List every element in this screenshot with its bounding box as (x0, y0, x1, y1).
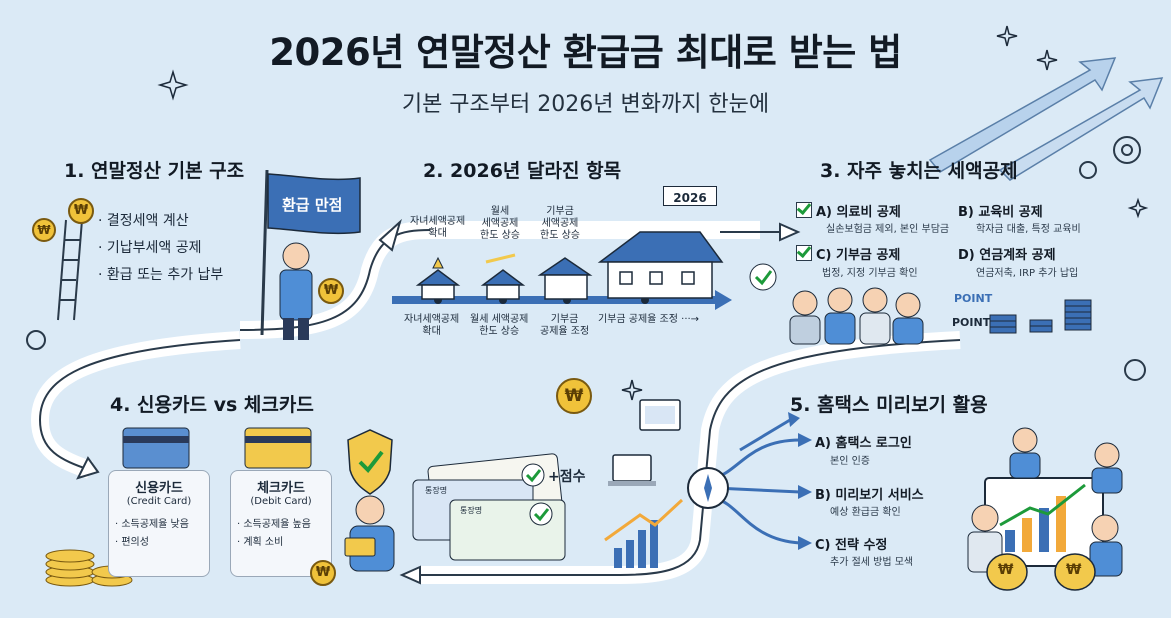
section2-title: 2. 2026년 달라진 항목 (423, 160, 622, 182)
won-coin-icon: ₩ (68, 198, 94, 224)
credit-point-2: · 편의성 (115, 537, 149, 548)
compass-icon (687, 467, 729, 509)
strategy-revise-desc: 추가 절세 방법 모색 (830, 557, 914, 568)
chart-monitor-icon (984, 477, 1104, 567)
credit-card-name: 신용카드 (135, 481, 183, 496)
change-label-top-3: 기부금 세액공제 한도 상승 (540, 206, 580, 241)
section1-item-1: · 결정세액 계산 (98, 213, 189, 229)
credit-card-icon (122, 427, 190, 469)
credit-card-en: (Credit Card) (126, 496, 192, 507)
money-bag-symbol: ₩ (998, 562, 1014, 578)
hometax-login-desc: 본인 인증 (830, 456, 870, 467)
deduction-donation-desc: 법정, 지정 기부금 확인 (822, 268, 918, 279)
debit-card-en: (Debit Card) (250, 496, 312, 507)
deduction-medical-desc: 실손보험금 제외, 본인 부담금 (826, 224, 950, 235)
laptop-icon (608, 454, 656, 486)
bonus-points: +점수 (548, 469, 586, 485)
section3-title: 3. 자주 놓치는 세액공제 (820, 160, 1018, 182)
section4-title: 4. 신용카드 vs 체크카드 (110, 394, 314, 416)
deduction-pension-desc: 연금저축, IRP 추가 납입 (976, 268, 1079, 279)
section5-title: 5. 홈택스 미리보기 활용 (790, 394, 988, 416)
hometax-preview: B) 미리보기 서비스 (815, 488, 924, 503)
debit-point-1: · 소득공제율 높음 (237, 519, 311, 530)
won-coin-icon: ₩ (32, 218, 56, 242)
sparkle-icon (157, 25, 1149, 401)
change-label-bottom-2: 월세 세액공제 한도 상승 (470, 314, 529, 337)
won-coin-icon: ₩ (318, 278, 344, 304)
coin-stack-icon (989, 299, 1092, 334)
house-large (597, 231, 724, 299)
point-label-1: POINT (954, 292, 993, 305)
debit-card-name: 체크카드 (257, 481, 305, 496)
person-flag-holder (279, 242, 313, 340)
page-subtitle: 기본 구조부터 2026년 변화까지 한눈에 (401, 92, 770, 117)
debit-card-panel: 체크카드 (Debit Card) · 소득공제율 높음 · 계획 소비 (230, 470, 332, 577)
point-label-2: POINT (952, 316, 991, 329)
group-people (789, 287, 924, 345)
deduction-pension: D) 연금계좌 공제 (958, 248, 1056, 263)
section1-item-2: · 기납부세액 공제 (98, 240, 202, 256)
strategy-revise: C) 전략 수정 (815, 538, 888, 553)
change-label-bottom-3: 기부금 공제율 조정 (540, 314, 590, 337)
change-label-top-2: 월세 세액공제 한도 상승 (480, 206, 520, 241)
debit-card-icon (244, 427, 312, 469)
debit-point-2: · 계획 소비 (237, 537, 284, 548)
green-check-icon (521, 263, 777, 526)
deduction-education: B) 교육비 공제 (958, 205, 1043, 220)
checkbox-icon (796, 245, 812, 261)
growth-arrow-icon (928, 57, 1117, 173)
bankbook-label-1: 통장명 (425, 486, 448, 495)
year-sign: 2026 (663, 186, 717, 206)
gear-icon (26, 136, 1146, 381)
won-coin-icon: ₩ (556, 378, 592, 414)
house-medium (537, 257, 593, 300)
won-coin-icon: ₩ (310, 560, 336, 586)
shield-icon (347, 429, 393, 495)
rising-bars-icon (604, 498, 684, 568)
cheering-people (967, 427, 1123, 577)
change-label-bottom-4: 기부금 공제율 조정 ···→ (598, 314, 700, 325)
credit-card-panel: 신용카드 (Credit Card) · 소득공제율 낮음 · 편의성 (108, 470, 210, 577)
flag-label: 환급 만점 (282, 196, 343, 214)
checkbox-icon (796, 202, 812, 218)
change-label-bottom-1: 자녀세액공제 확대 (404, 314, 460, 337)
monitor-icon (639, 399, 681, 431)
ladder-icon (57, 219, 83, 321)
page-title: 2026년 연말정산 환급금 최대로 받는 법 (269, 31, 902, 74)
hometax-login: A) 홈택스 로그인 (815, 436, 912, 451)
money-bag-symbol: ₩ (1066, 562, 1082, 578)
flag-icon (260, 169, 361, 336)
money-bag-icon (986, 553, 1096, 591)
section1-title: 1. 연말정산 기본 구조 (64, 160, 245, 182)
house-small-1 (415, 269, 461, 300)
house-small-2 (480, 269, 526, 300)
change-label-top-1: 자녀세액공제 확대 (410, 216, 466, 239)
deduction-donation: C) 기부금 공제 (796, 244, 900, 263)
bankbook-label-2: 통장명 (460, 506, 483, 515)
credit-point-1: · 소득공제율 낮음 (115, 519, 189, 530)
hometax-preview-desc: 예상 환급금 확인 (830, 507, 901, 518)
deduction-education-desc: 학자금 대출, 특정 교육비 (976, 224, 1081, 235)
deduction-medical: A) 의료비 공제 (796, 201, 901, 220)
woman-card-holder (344, 495, 395, 572)
section1-item-3: · 환급 또는 추가 납부 (98, 267, 224, 283)
